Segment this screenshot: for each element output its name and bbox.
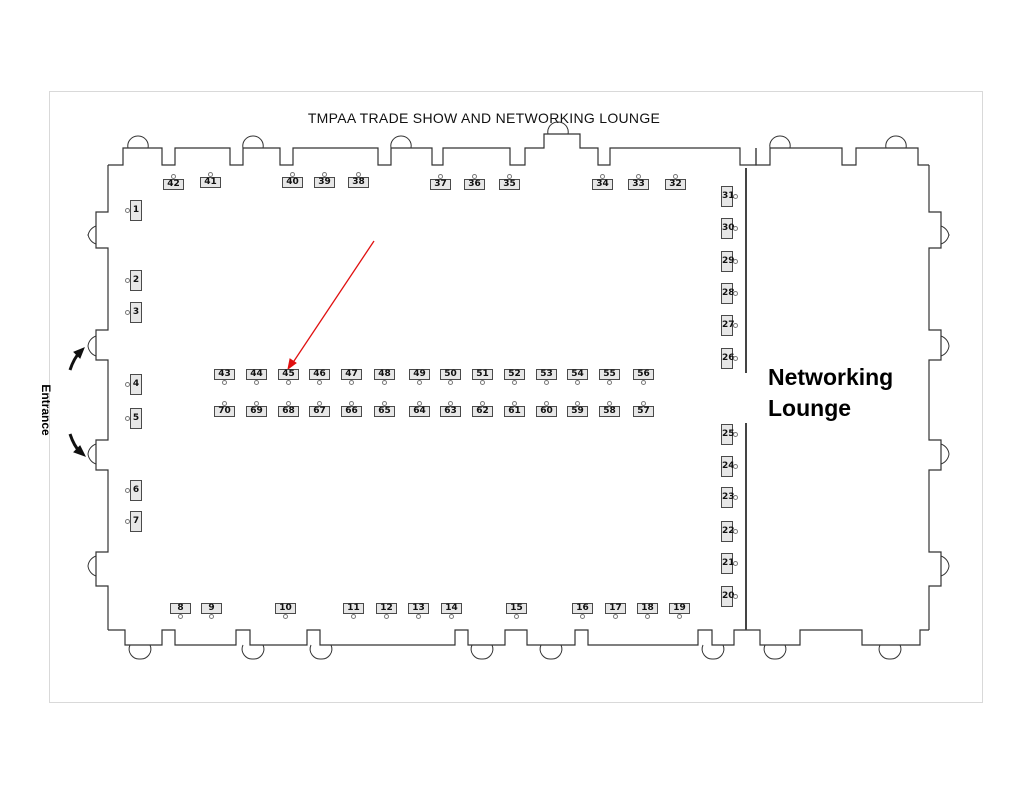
booth-70: 70 xyxy=(214,401,235,417)
booth-7: 7 xyxy=(125,511,142,532)
booth-18: 18 xyxy=(637,603,658,619)
booth-69: 69 xyxy=(246,401,267,417)
booth-38: 38 xyxy=(348,172,369,188)
booth-43: 43 xyxy=(214,369,235,385)
booth-6: 6 xyxy=(125,480,142,501)
booth-28: 28 xyxy=(721,283,738,304)
booth-25: 25 xyxy=(721,424,738,445)
booth-63: 63 xyxy=(440,401,461,417)
booth-31: 31 xyxy=(721,186,738,207)
drawing-frame xyxy=(49,91,983,703)
booth-9: 9 xyxy=(201,603,222,619)
booth-59: 59 xyxy=(567,401,588,417)
booth-13: 13 xyxy=(408,603,429,619)
booth-45: 45 xyxy=(278,369,299,385)
booth-41: 41 xyxy=(200,172,221,188)
booth-48: 48 xyxy=(374,369,395,385)
booth-42: 42 xyxy=(163,174,184,190)
booth-46: 46 xyxy=(309,369,330,385)
booth-21: 21 xyxy=(721,553,738,574)
booth-68: 68 xyxy=(278,401,299,417)
booth-53: 53 xyxy=(536,369,557,385)
booth-62: 62 xyxy=(472,401,493,417)
booth-20: 20 xyxy=(721,586,738,607)
booth-49: 49 xyxy=(409,369,430,385)
booth-56: 56 xyxy=(633,369,654,385)
booth-57: 57 xyxy=(633,401,654,417)
booth-35: 35 xyxy=(499,174,520,190)
lounge-label-line2: Lounge xyxy=(768,395,852,421)
entrance-arrows-icon xyxy=(68,347,87,457)
booth-16: 16 xyxy=(572,603,593,619)
page-title: TMPAA TRADE SHOW AND NETWORKING LOUNGE xyxy=(307,110,661,126)
networking-lounge-label: Networking Lounge xyxy=(768,362,893,424)
booth-30: 30 xyxy=(721,218,738,239)
booth-3: 3 xyxy=(125,302,142,323)
booth-55: 55 xyxy=(599,369,620,385)
booth-36: 36 xyxy=(464,174,485,190)
booth-61: 61 xyxy=(504,401,525,417)
booth-50: 50 xyxy=(440,369,461,385)
hall-walls xyxy=(95,133,942,646)
red-arrow-icon xyxy=(287,240,375,371)
booth-23: 23 xyxy=(721,487,738,508)
entrance-label: Entrance xyxy=(39,384,53,436)
booth-67: 67 xyxy=(309,401,330,417)
booth-64: 64 xyxy=(409,401,430,417)
booth-2: 2 xyxy=(125,270,142,291)
booth-12: 12 xyxy=(376,603,397,619)
booth-8: 8 xyxy=(170,603,191,619)
booth-22: 22 xyxy=(721,521,738,542)
booth-4: 4 xyxy=(125,374,142,395)
booth-19: 19 xyxy=(669,603,690,619)
booth-60: 60 xyxy=(536,401,557,417)
booth-58: 58 xyxy=(599,401,620,417)
booth-40: 40 xyxy=(282,172,303,188)
booth-33: 33 xyxy=(628,174,649,190)
booth-11: 11 xyxy=(343,603,364,619)
booth-37: 37 xyxy=(430,174,451,190)
lounge-label-line1: Networking xyxy=(768,364,894,390)
booth-27: 27 xyxy=(721,315,738,336)
door-arcs xyxy=(87,121,950,660)
booth-47: 47 xyxy=(341,369,362,385)
booth-65: 65 xyxy=(374,401,395,417)
booth-34: 34 xyxy=(592,174,613,190)
booth-54: 54 xyxy=(567,369,588,385)
booth-29: 29 xyxy=(721,251,738,272)
booth-15: 15 xyxy=(506,603,527,619)
booth-17: 17 xyxy=(605,603,626,619)
booth-10: 10 xyxy=(275,603,296,619)
booth-51: 51 xyxy=(472,369,493,385)
booth-14: 14 xyxy=(441,603,462,619)
booth-1: 1 xyxy=(125,200,142,221)
booth-44: 44 xyxy=(246,369,267,385)
booth-5: 5 xyxy=(125,408,142,429)
booth-32: 32 xyxy=(665,174,686,190)
booth-26: 26 xyxy=(721,348,738,369)
booth-52: 52 xyxy=(504,369,525,385)
booth-39: 39 xyxy=(314,172,335,188)
booth-24: 24 xyxy=(721,456,738,477)
booth-66: 66 xyxy=(341,401,362,417)
